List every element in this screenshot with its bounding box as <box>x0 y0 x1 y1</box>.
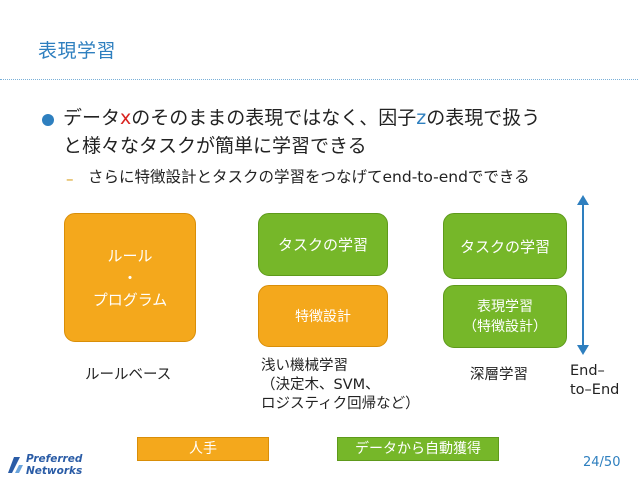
sub-bullet-text: さらに特徴設計とタスクの学習をつなげてend-to-endでできる <box>88 168 530 186</box>
rule-box-line2: ・ <box>122 268 138 287</box>
rule-program-box: ルール ・ プログラム <box>64 213 196 342</box>
legend-manual: 人手 <box>137 437 269 461</box>
title-divider <box>0 79 638 80</box>
task-box-1-label: タスクの学習 <box>277 236 368 254</box>
caption-deep-learning: 深層学習 <box>470 367 528 383</box>
end-to-end-line1: End– <box>570 363 605 379</box>
variable-z: z <box>416 107 427 129</box>
legend-auto: データから自動獲得 <box>337 437 499 461</box>
task-learning-box-deep: タスクの学習 <box>443 213 567 279</box>
variable-x: x <box>120 107 132 129</box>
feature-design-box: 特徴設計 <box>258 285 388 347</box>
rule-box-line3: プログラム <box>92 290 168 309</box>
bullet-dot <box>42 114 54 126</box>
representation-learning-box: 表現学習 （特徴設計） <box>443 285 567 348</box>
feature-box-label: 特徴設計 <box>295 309 351 325</box>
end-to-end-line2: to–End <box>570 382 620 398</box>
caption-ml-line1: 浅い機械学習 <box>261 358 348 374</box>
bullet-text-line1: データxのそのままの表現ではなく、因子zの表現で扱う <box>63 104 540 132</box>
bullet-text-a: データ <box>63 107 121 129</box>
caption-rule-based: ルールベース <box>85 367 172 383</box>
rep-box-line2: （特徴設計） <box>463 318 547 335</box>
logo-mark-icon <box>8 457 23 473</box>
caption-ml-line3: ロジスティク回帰など） <box>261 396 420 412</box>
page-number: 24/50 <box>583 455 621 470</box>
bullet-text-line2: と様々なタスクが簡単に学習できる <box>63 135 367 157</box>
caption-shallow-ml: 浅い機械学習 （決定木、SVM、 ロジスティク回帰など） <box>261 357 420 414</box>
logo-line2: Networks <box>26 465 82 477</box>
sub-bullet-dash: – <box>66 170 74 188</box>
bullet-text-b: のそのままの表現ではなく、因子 <box>131 107 417 129</box>
task-learning-box-shallow: タスクの学習 <box>258 213 388 276</box>
rule-box-line1: ルール <box>107 246 153 265</box>
logo-line1: Preferred <box>26 453 83 465</box>
task-box-2-label: タスクの学習 <box>459 237 550 256</box>
slide-title: 表現学習 <box>38 40 117 62</box>
end-to-end-label: End– to–End <box>570 362 619 400</box>
preferred-networks-logo: Preferred Networks <box>8 453 83 477</box>
caption-ml-line2: （決定木、SVM、 <box>261 377 380 393</box>
rep-box-line1: 表現学習 <box>477 298 533 315</box>
bullet-text-c: の表現で扱う <box>426 107 541 129</box>
double-arrow-icon <box>577 195 589 355</box>
